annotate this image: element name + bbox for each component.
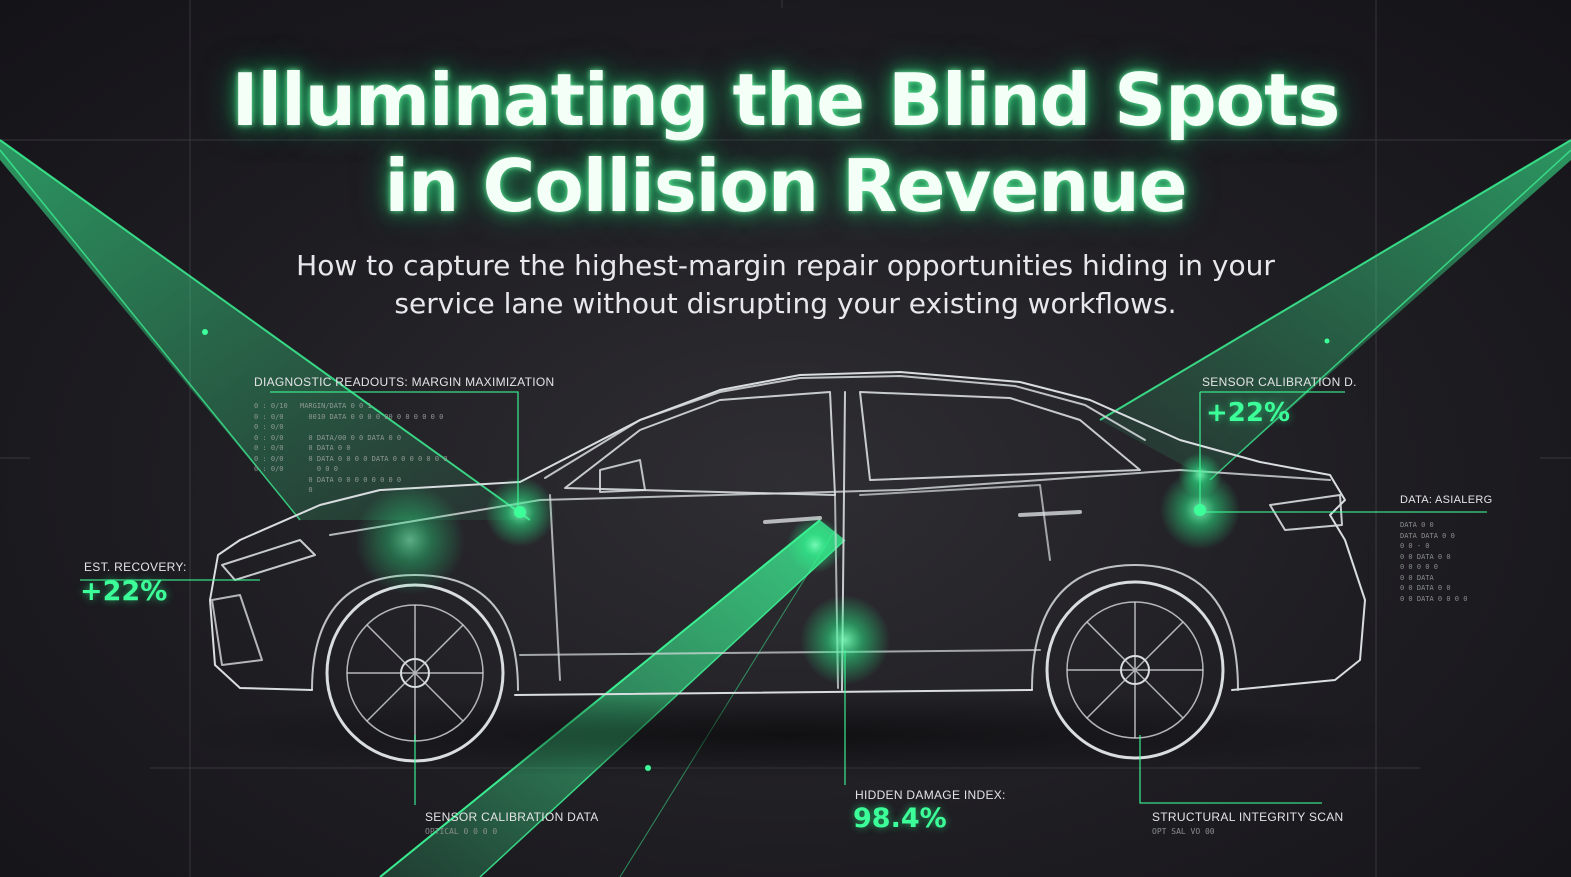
- data-line: DATA DATA 0 0: [1400, 531, 1455, 540]
- car-roof-line: [544, 375, 1146, 479]
- car-sill: [519, 649, 1041, 656]
- est-recovery-value: +22%: [80, 576, 168, 607]
- glow-spots: [355, 453, 1240, 685]
- structural-integrity-sub: OPT SAL VO 00: [1152, 827, 1215, 836]
- car-wheel-rear: [1045, 580, 1225, 760]
- data-line: 0 0 DATA 0 0: [1400, 584, 1451, 592]
- diagnostic-readouts-label: DIAGNOSTIC READOUTS: MARGIN MAXIMIZATION: [254, 375, 555, 389]
- callout-lines: [80, 391, 1487, 805]
- car-door-rear: [859, 484, 1051, 561]
- car-rear-arch: [1031, 564, 1239, 691]
- headline-line-1: Illuminating the Blind Spots: [231, 58, 1341, 142]
- hidden-damage-index-label: HIDDEN DAMAGE INDEX:: [855, 788, 1006, 802]
- headline-line-2: in Collision Revenue: [384, 144, 1187, 228]
- diagnostic-code-left: 0 : 0/10 0 : 0/0 0 : 0/0 0 : 0/0 0 : 0/0…: [254, 402, 288, 473]
- data-line: 0 0 DATA: [1400, 573, 1434, 582]
- sensor-calibration-right-label: SENSOR CALIBRATION D.: [1202, 375, 1357, 389]
- sparkle-dots: [202, 329, 1330, 771]
- data-line: DATA 0 0: [1400, 521, 1434, 529]
- data-right-label: DATA: ASIALERG: [1400, 494, 1493, 506]
- data-line: 0 0 DATA 0 0: [1400, 552, 1451, 561]
- data-line: 0 0 0 0 0: [1400, 563, 1438, 571]
- car-handle-rear: [1018, 510, 1082, 517]
- car-mirror: [599, 459, 646, 493]
- car-door-front: [549, 494, 839, 689]
- car-body-outline: [209, 371, 1366, 696]
- car-window-rear: [859, 391, 1141, 481]
- car-beltline: [329, 469, 1331, 536]
- data-right-lines: DATA 0 0 DATA DATA 0 0 0 0 - 0 0 0 DATA …: [1400, 520, 1467, 604]
- car-headlight: [221, 539, 316, 581]
- sensor-calibration-data-sub: OPTICAL 0 0 0 0: [425, 827, 498, 836]
- structural-integrity-label: STRUCTURAL INTEGRITY SCAN: [1152, 810, 1344, 824]
- subtitle-line-1: How to capture the highest-margin repair…: [296, 249, 1275, 282]
- data-line: 0 0 DATA 0 0 0 0: [1400, 594, 1468, 603]
- diagnostic-code-right: MARGIN/DATA 0 0 1 0010 DATA 0 0 0 0 00 0…: [300, 402, 448, 494]
- sensor-calibration-data-label: SENSOR CALIBRATION DATA: [425, 810, 599, 824]
- car-window-front: [564, 391, 836, 496]
- car-wheel-front: [325, 583, 505, 763]
- est-recovery-label: EST. RECOVERY:: [84, 560, 187, 574]
- hidden-damage-index-value: 98.4%: [853, 803, 947, 834]
- sensor-calibration-right-value: +22%: [1206, 398, 1291, 428]
- car-taillight: [1269, 494, 1343, 531]
- car-grille: [211, 594, 263, 666]
- subtitle-line-2: service lane without disrupting your exi…: [394, 287, 1177, 320]
- data-line: 0 0 - 0: [1400, 542, 1430, 550]
